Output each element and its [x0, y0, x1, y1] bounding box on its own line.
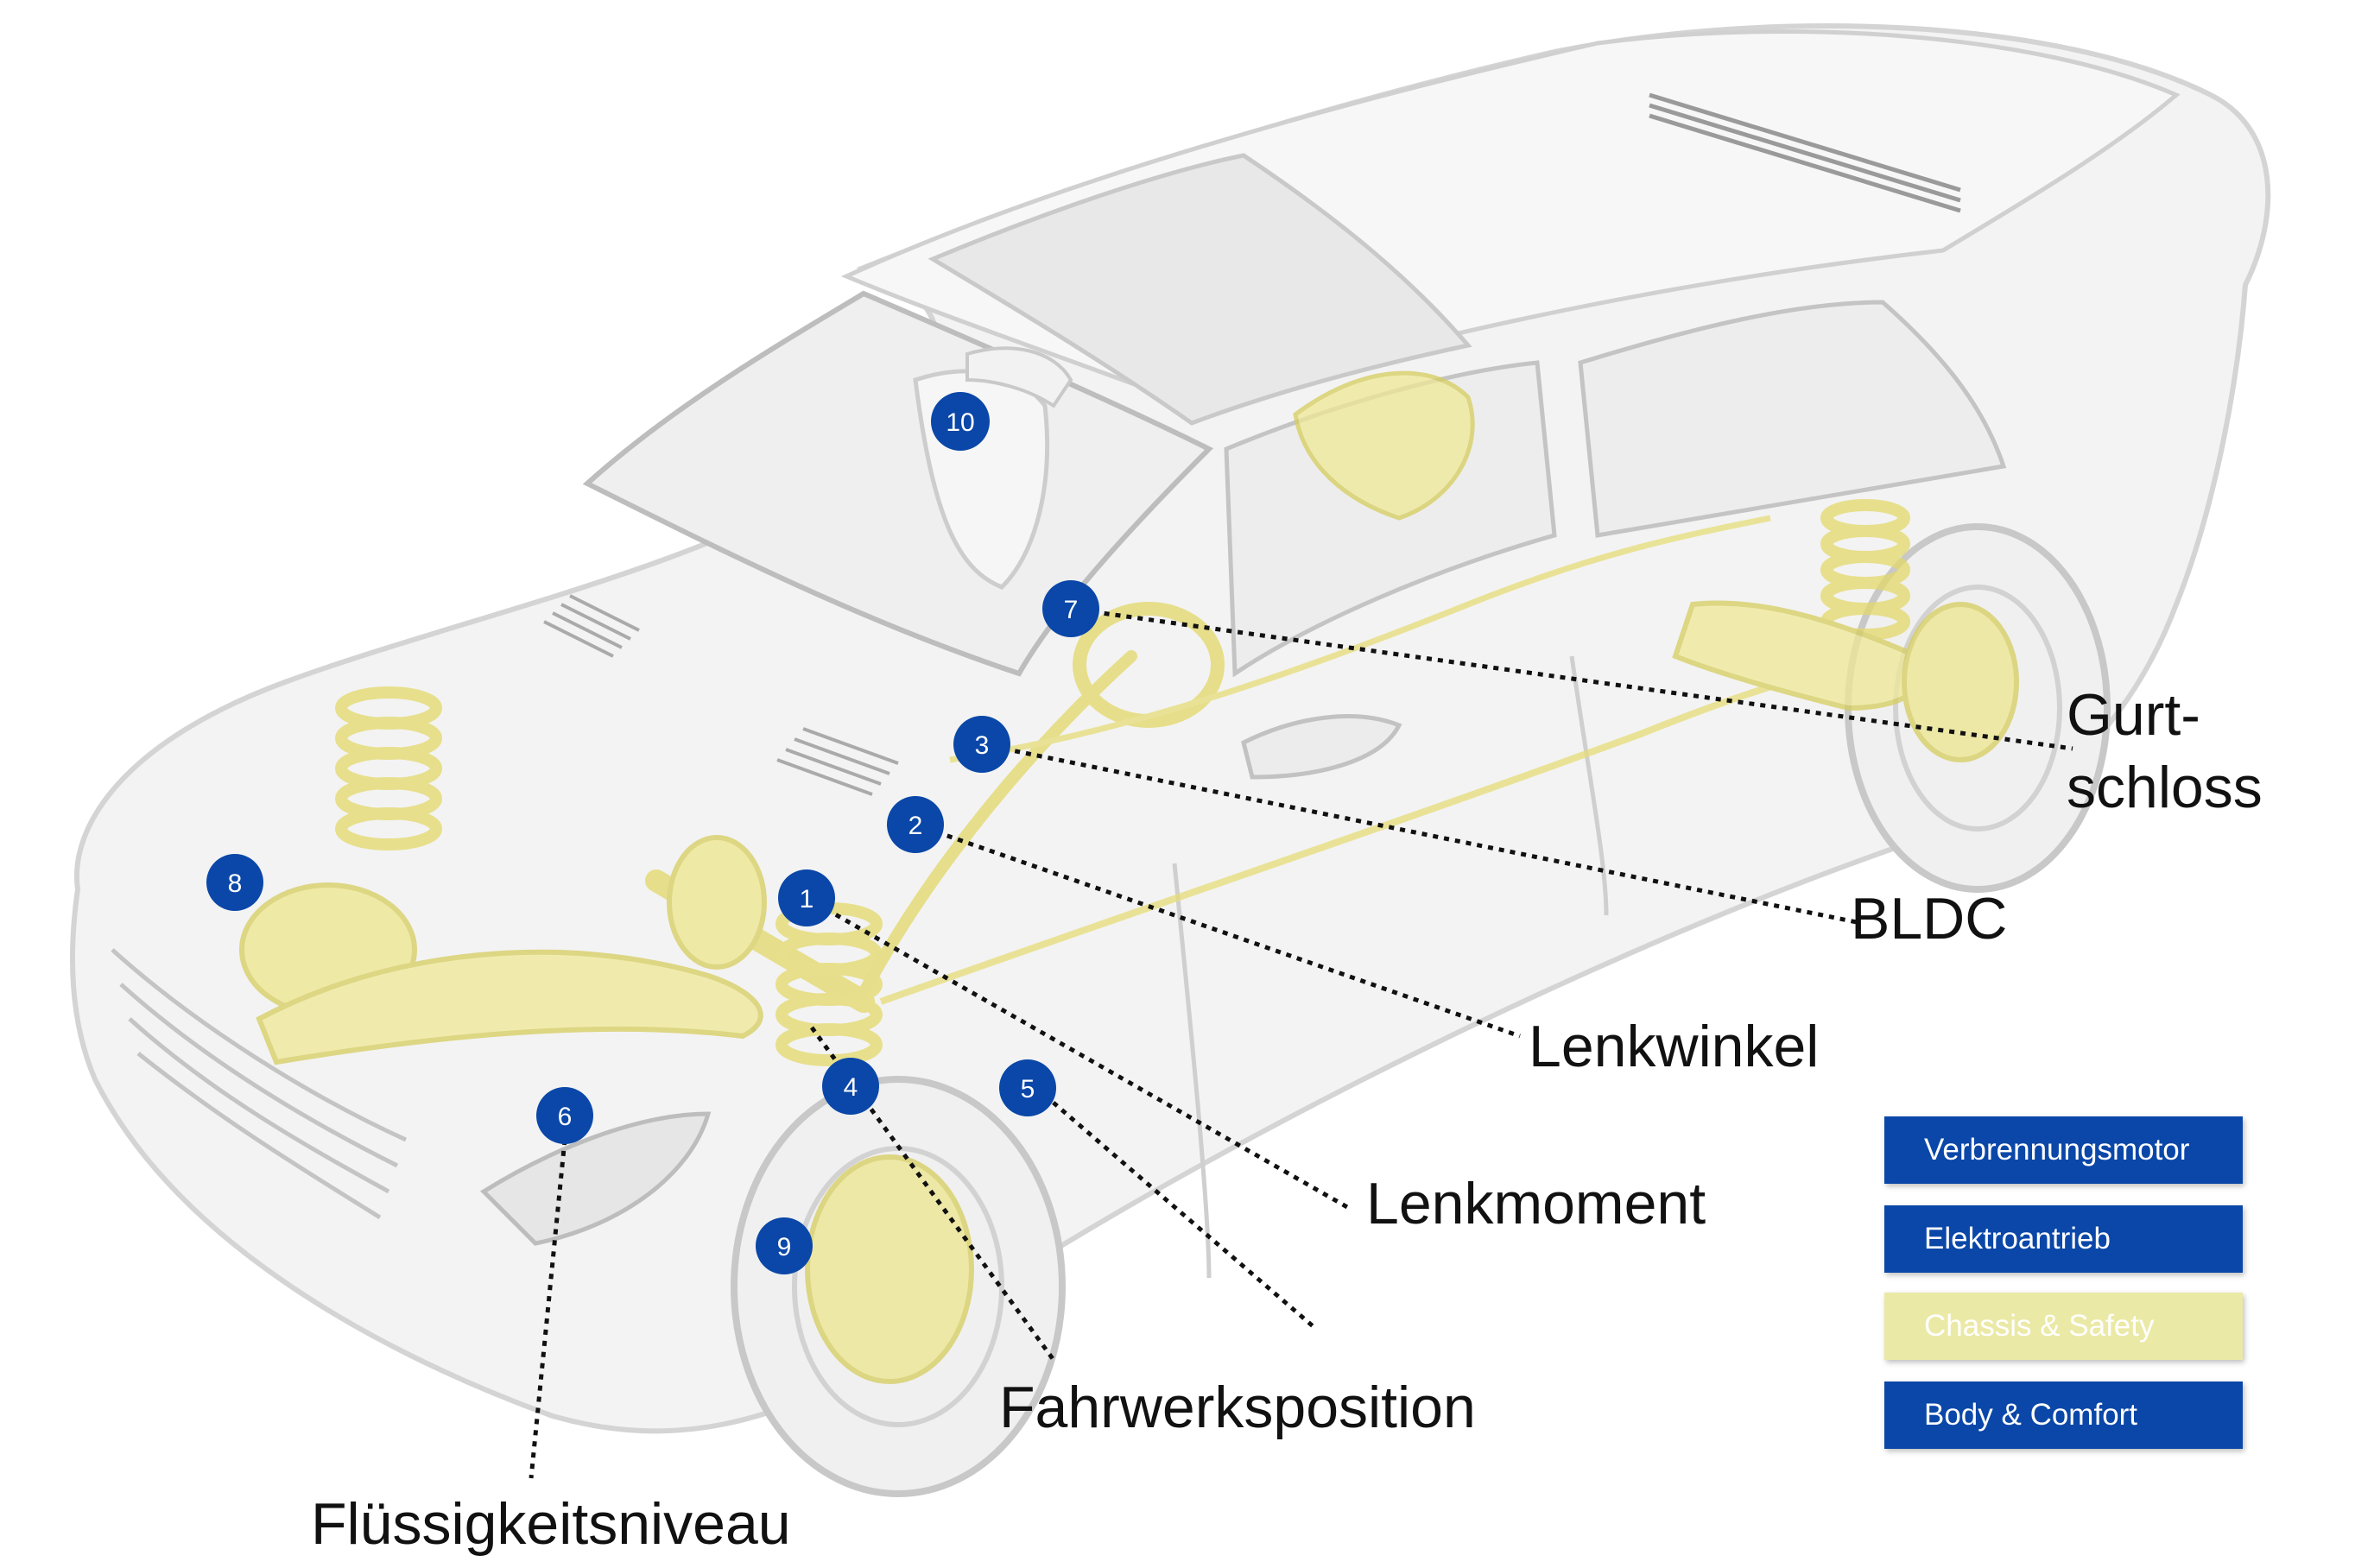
marker-3-label: 3: [975, 731, 990, 760]
label-gurtschloss-line2: schloss: [2067, 755, 2263, 820]
legend-verbrennungsmotor[interactable]: Verbrennungsmotor: [1884, 1116, 2243, 1184]
marker-7-label: 7: [1064, 596, 1079, 624]
marker-6-label: 6: [558, 1103, 573, 1131]
label-bldc: BLDC: [1851, 886, 2008, 952]
rear-brake: [1902, 602, 2019, 762]
chassis-highlight: [239, 370, 2019, 1384]
hood-vent-right: [776, 727, 899, 796]
legend-elektroantrieb[interactable]: Elektroantrieb: [1884, 1205, 2243, 1273]
hood-vent-left: [543, 594, 640, 658]
door-line: [1172, 655, 1609, 1279]
leader-lenkmoment: [805, 895, 1349, 1210]
label-fahrwerksposition: Fahrwerksposition: [999, 1375, 1476, 1440]
marker-5-label: 5: [1021, 1075, 1035, 1103]
marker-1-label: 1: [800, 885, 814, 914]
front-grille: [111, 948, 408, 1220]
marker-10[interactable]: 10: [931, 392, 990, 451]
marker-9-label: 9: [777, 1233, 792, 1261]
brake-line-2: [949, 515, 1771, 763]
marker-4-label: 4: [844, 1073, 858, 1102]
marker-1[interactable]: 1: [778, 869, 835, 926]
marker-2[interactable]: 2: [887, 796, 944, 853]
leader-fluessig: [529, 1139, 567, 1479]
side-mirror: [1241, 714, 1402, 780]
steering-wheel: [1073, 602, 1225, 728]
front-subframe: [256, 949, 763, 1065]
marker-4[interactable]: 4: [822, 1058, 879, 1115]
sunroof: [927, 153, 1472, 426]
front-right-brake: [805, 1154, 974, 1384]
marker-5[interactable]: 5: [999, 1059, 1056, 1116]
headlight: [480, 1111, 712, 1246]
front-right-disc-top: [667, 835, 767, 970]
leader-bldc: [981, 742, 1858, 925]
legend-body-comfort[interactable]: Body & Comfort: [1884, 1381, 2243, 1449]
marker-9[interactable]: 9: [756, 1217, 813, 1274]
front-left-spring: [335, 686, 442, 850]
rear-seat-frame: [1293, 370, 1475, 521]
label-gurtschloss-line1: Gurt-: [2067, 682, 2200, 748]
label-lenkwinkel: Lenkwinkel: [1529, 1014, 1820, 1079]
marker-8-label: 8: [228, 869, 243, 898]
front-right-spring: [776, 902, 883, 1066]
legend-chassis-safety[interactable]: Chassis & Safety: [1884, 1293, 2243, 1360]
marker-6[interactable]: 6: [536, 1087, 593, 1144]
marker-7[interactable]: 7: [1042, 580, 1099, 637]
marker-3[interactable]: 3: [953, 716, 1010, 773]
markers: 1 2 3 4 5 6 7 8: [206, 392, 1099, 1274]
side-window-rear: [1578, 300, 2007, 538]
rear-vent: [1649, 92, 1961, 213]
marker-10-label: 10: [946, 408, 974, 437]
label-lenkmoment: Lenkmoment: [1366, 1171, 1706, 1236]
leader-gurtschloss: [1070, 606, 2073, 751]
marker-2-label: 2: [908, 812, 923, 840]
marker-8[interactable]: 8: [206, 854, 263, 911]
car-illustration: [70, 23, 2271, 1497]
label-fluessigkeitsniveau: Flüssigkeitsniveau: [311, 1491, 791, 1557]
headrest: [965, 346, 1073, 408]
